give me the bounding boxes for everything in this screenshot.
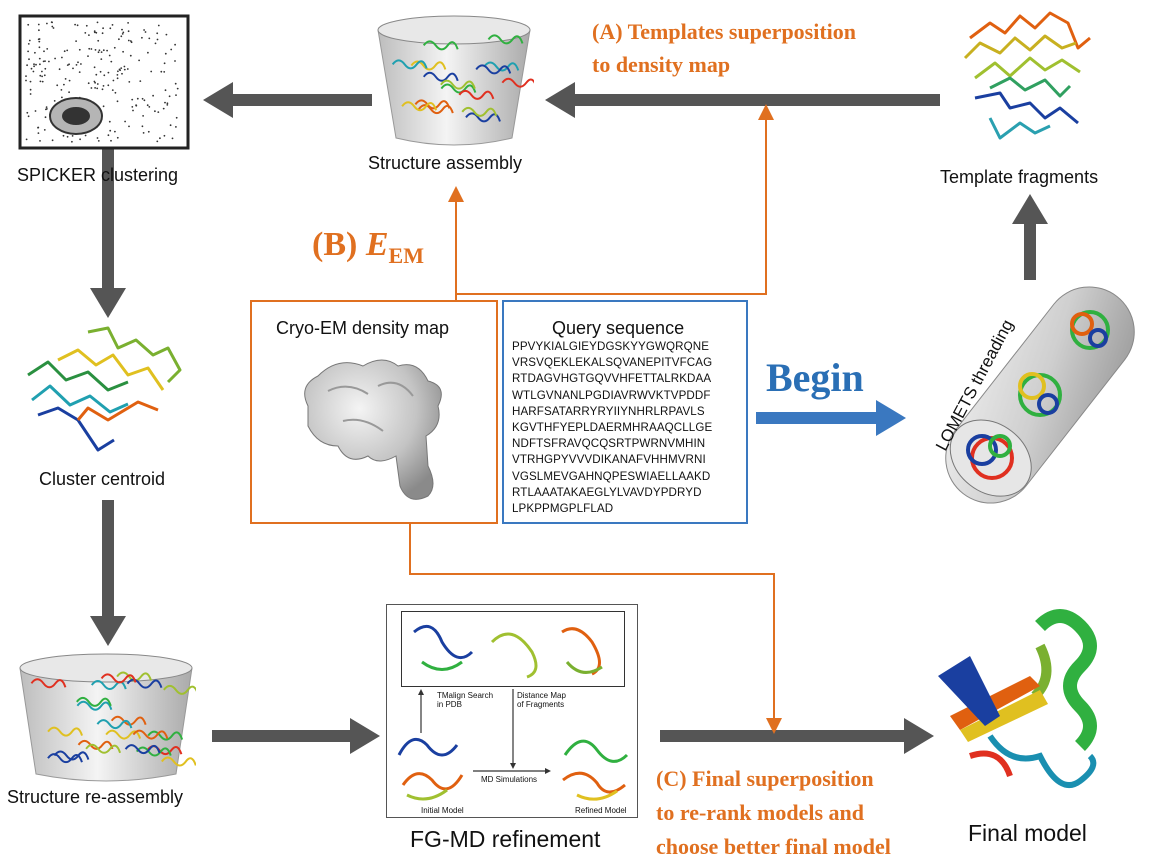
cluster-centroid-image <box>18 320 198 460</box>
spicker-label: SPICKER clustering <box>17 165 179 185</box>
query-sequence-lines: PPVYKIALGIEYDGSKYYGWQRQNE VRSVQEKLEKALSQ… <box>512 339 712 517</box>
reassembly-cylinder-image <box>16 648 199 788</box>
sequence-line: LPKPPMGPLFLAD <box>512 502 614 516</box>
sequence-line: PPVYKIALGIEYDGSKYYGWQRQNE <box>512 340 710 353</box>
cryo-em-panel: Cryo-EM density map <box>250 300 498 524</box>
annotation-b-subscript: EM <box>388 242 424 268</box>
spicker-scatter-image <box>16 12 194 154</box>
query-title: Query sequence <box>552 318 685 338</box>
sequence-line: NDFTSFRAVQCQSRTPWRNVMHIN <box>512 437 706 451</box>
density-map-image <box>304 359 442 500</box>
annotation-a-line2: to density map <box>592 52 731 77</box>
arrow-spicker-to-centroid <box>76 122 126 318</box>
fgmd-distance-text: Distance Map of Fragments <box>517 691 566 709</box>
fgmd-inner-arrows <box>397 689 629 801</box>
sequence-line: RTDAGVHGTGQVVHFETTALRKDAA <box>512 372 712 386</box>
sequence-line: VRSVQEKLEKALSQVANEPITVFCAG <box>512 356 713 370</box>
lomets-cylinder: LOMETS threading <box>920 280 1160 510</box>
fgmd-initial-text: Initial Model <box>421 806 464 815</box>
fgmd-refined-text: Refined Model <box>575 806 627 815</box>
arrow-begin <box>756 400 906 436</box>
sequence-line: WTLGVNANLPGDIAVRWVKTVPDDF <box>512 388 711 402</box>
assembly-label: Structure assembly <box>368 153 523 173</box>
arrow-fgmd-to-final <box>660 718 934 754</box>
annotation-c-line1: (C) Final superposition <box>656 766 874 791</box>
query-panel: Query sequence PPVYKIALGIEYDGSKYYGWQRQNE… <box>502 300 748 524</box>
cluster-centroid-label: Cluster centroid <box>39 469 166 489</box>
assembly-cylinder-image <box>374 10 538 150</box>
lomets-proteins <box>966 310 1110 480</box>
annotation-c-line2: to re-rank models and <box>656 800 864 825</box>
arrow-fragments-to-assembly <box>545 82 940 118</box>
begin-label: Begin <box>766 355 864 400</box>
arrow-lomets-to-fragments <box>1012 194 1048 280</box>
fgmd-panel: TMalign Search in PDB Distance Map of Fr… <box>386 604 638 818</box>
final-model-label: Final model <box>968 820 1087 846</box>
sequence-line: KGVTHFYEPLDAERMHRAAQCLLGE <box>512 421 713 435</box>
reassembly-label: Structure re-assembly <box>7 787 184 807</box>
arrow-assembly-to-spicker <box>203 82 372 118</box>
sequence-line: VTRHGPYVVVDIKANAFVHHMVRNI <box>512 453 706 467</box>
arrow-reassembly-to-fgmd <box>212 718 380 754</box>
fgmd-tmalign-text: TMalign Search in PDB <box>437 691 494 709</box>
annotation-b-symbol: E <box>365 226 389 263</box>
fgmd-label: FG-MD refinement <box>410 826 601 852</box>
cryo-em-title: Cryo-EM density map <box>276 318 450 338</box>
final-model-image <box>930 606 1130 816</box>
annotation-a-line1: (A) Templates superposition <box>592 19 857 44</box>
arrow-centroid-to-reassembly <box>90 500 126 646</box>
sequence-line: VGSLMEVGAHNQPESWIAELLAAKD <box>512 469 711 483</box>
sequence-line: RTLAAATAKAEGLYLVAVDYPDRYD <box>512 485 702 499</box>
template-fragments-label: Template fragments <box>940 167 1099 187</box>
annotation-b-prefix: (B) <box>312 226 366 263</box>
orange-connectors <box>409 104 782 734</box>
fgmd-md-text: MD Simulations <box>481 775 538 784</box>
fgmd-top-box <box>401 611 625 687</box>
sequence-line: HARFSATARRYRYIIYNHRLRPAVLS <box>512 404 705 418</box>
template-fragments-image <box>950 8 1110 158</box>
annotation-b: (B) EEM <box>312 226 424 269</box>
annotation-c-line3: choose better final model <box>656 834 891 859</box>
